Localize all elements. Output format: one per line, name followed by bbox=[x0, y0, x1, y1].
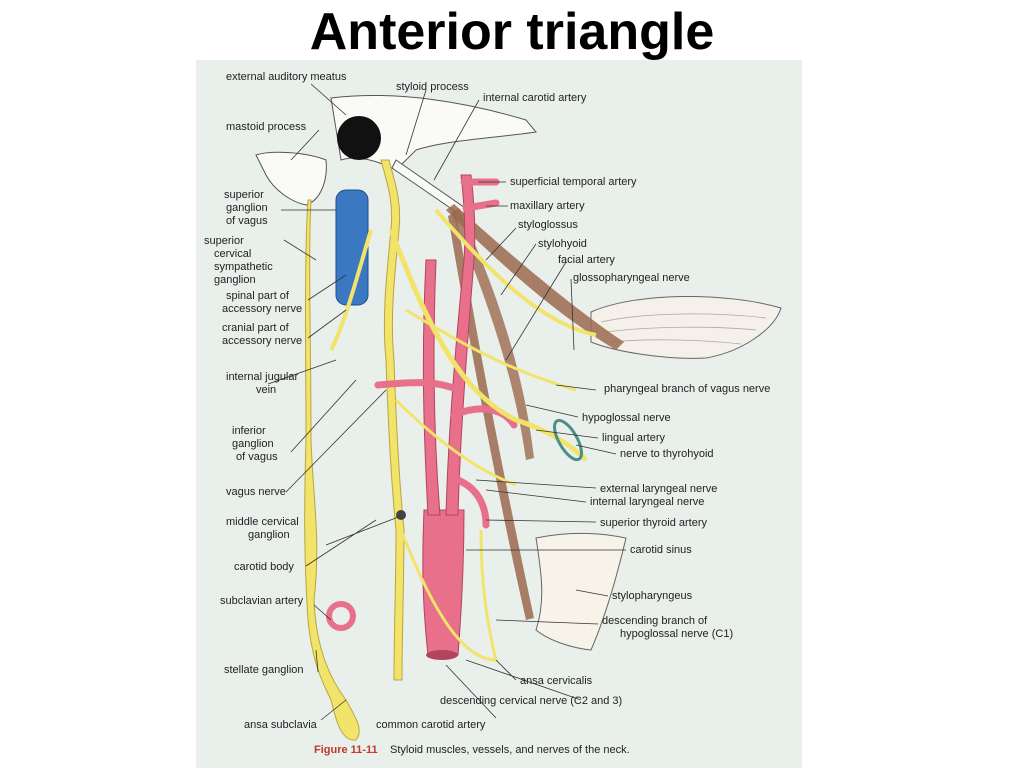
anatomy-figure: external auditory meatus mastoid process… bbox=[196, 60, 802, 768]
label-superficial-temporal-artery: superficial temporal artery bbox=[510, 176, 637, 188]
label-superior-ganglion-vagus-2: ganglion bbox=[226, 202, 268, 214]
label-descending-branch-2: hypoglossal nerve (C1) bbox=[620, 628, 733, 640]
label-stylopharyngeus: stylopharyngeus bbox=[612, 590, 693, 602]
label-inferior-ganglion-3: of vagus bbox=[236, 451, 278, 463]
anatomy-illustration: external auditory meatus mastoid process… bbox=[204, 71, 782, 756]
label-maxillary-artery: maxillary artery bbox=[510, 200, 585, 212]
label-descending-cervical: descending cervical nerve (C2 and 3) bbox=[440, 695, 622, 707]
label-superior-cervical-3: sympathetic bbox=[214, 261, 273, 273]
laryngeal-nerves bbox=[394, 398, 517, 487]
accessory-nerve bbox=[329, 229, 373, 351]
tongue-muscle-fibers bbox=[600, 313, 767, 345]
label-superior-cervical-4: ganglion bbox=[214, 274, 256, 286]
styloglossus-muscle bbox=[446, 204, 624, 350]
label-internal-carotid-artery: internal carotid artery bbox=[483, 92, 587, 104]
common-carotid-cut-end bbox=[426, 650, 458, 660]
sympathetic-trunk bbox=[304, 199, 360, 741]
label-styloglossus: styloglossus bbox=[518, 219, 578, 231]
label-superior-ganglion-vagus-1: superior bbox=[224, 189, 264, 201]
label-common-carotid: common carotid artery bbox=[376, 719, 486, 731]
label-ansa-cervicalis: ansa cervicalis bbox=[520, 675, 593, 687]
label-cranial-accessory-1: cranial part of bbox=[222, 322, 290, 334]
label-cranial-accessory-2: accessory nerve bbox=[222, 335, 302, 347]
label-vagus-nerve: vagus nerve bbox=[226, 486, 286, 498]
maxillary-artery-branch bbox=[462, 199, 500, 212]
glossopharyngeal-nerve bbox=[434, 208, 597, 337]
label-inferior-ganglion-1: inferior bbox=[232, 425, 266, 437]
slide-title: Anterior triangle bbox=[309, 3, 715, 61]
label-ansa-subclavia: ansa subclavia bbox=[244, 719, 318, 731]
leader-lines-right bbox=[405, 89, 626, 719]
label-middle-cervical-2: ganglion bbox=[248, 529, 290, 541]
label-stylohyoid: stylohyoid bbox=[538, 238, 587, 250]
label-superior-cervical-1: superior bbox=[204, 235, 244, 247]
caption-text: Styloid muscles, vessels, and nerves of … bbox=[390, 744, 630, 756]
label-glossopharyngeal-nerve: glossopharyngeal nerve bbox=[573, 272, 690, 284]
label-spinal-accessory-2: accessory nerve bbox=[222, 303, 302, 315]
label-mastoid-process: mastoid process bbox=[226, 121, 307, 133]
label-internal-jugular-1: internal jugular bbox=[226, 371, 298, 383]
common-carotid-artery bbox=[422, 509, 465, 656]
label-internal-laryngeal: internal laryngeal nerve bbox=[590, 496, 704, 508]
pharyngeal-branch-vagus bbox=[405, 308, 577, 392]
label-superior-ganglion-vagus-3: of vagus bbox=[226, 215, 268, 227]
lingual-artery-branch bbox=[450, 405, 518, 429]
superior-thyroid-artery-branch bbox=[454, 476, 490, 529]
caption-number: Figure 11-11 bbox=[314, 744, 378, 756]
label-nerve-to-thyrohyoid: nerve to thyrohyoid bbox=[620, 448, 714, 460]
ansa-cervicalis-loop bbox=[399, 529, 498, 662]
label-superior-thyroid-artery: superior thyroid artery bbox=[600, 517, 707, 529]
mastoid-process-bone bbox=[255, 151, 327, 206]
label-pharyngeal-branch: pharyngeal branch of vagus nerve bbox=[604, 383, 770, 395]
label-styloid-process: styloid process bbox=[396, 81, 469, 93]
leader-lines-left bbox=[267, 83, 402, 721]
label-superior-cervical-2: cervical bbox=[214, 248, 251, 260]
label-spinal-accessory-1: spinal part of bbox=[226, 290, 290, 302]
label-carotid-body: carotid body bbox=[234, 561, 294, 573]
subclavian-artery bbox=[326, 601, 356, 631]
label-subclavian-artery: subclavian artery bbox=[220, 595, 304, 607]
vagus-nerve bbox=[380, 159, 405, 681]
label-stellate-ganglion: stellate ganglion bbox=[224, 664, 304, 676]
label-internal-jugular-2: vein bbox=[256, 384, 276, 396]
label-carotid-sinus: carotid sinus bbox=[630, 544, 692, 556]
thyroid-cartilage bbox=[535, 532, 627, 651]
stylohyoid-muscle bbox=[451, 208, 534, 460]
label-external-laryngeal: external laryngeal nerve bbox=[600, 483, 717, 495]
label-lingual-artery: lingual artery bbox=[602, 432, 665, 444]
label-external-auditory-meatus: external auditory meatus bbox=[226, 71, 347, 83]
label-descending-branch-1: descending branch of bbox=[602, 615, 708, 627]
external-auditory-meatus bbox=[337, 116, 381, 160]
external-carotid-artery bbox=[445, 174, 476, 516]
carotid-body bbox=[396, 510, 406, 520]
facial-artery-branch bbox=[374, 379, 462, 394]
hypoglossal-nerve bbox=[388, 229, 588, 462]
label-facial-artery: facial artery bbox=[558, 254, 615, 266]
skull-base-outline bbox=[330, 94, 537, 171]
label-inferior-ganglion-2: ganglion bbox=[232, 438, 274, 450]
label-middle-cervical-1: middle cervical bbox=[226, 516, 299, 528]
label-hypoglossal-nerve: hypoglossal nerve bbox=[582, 412, 671, 424]
